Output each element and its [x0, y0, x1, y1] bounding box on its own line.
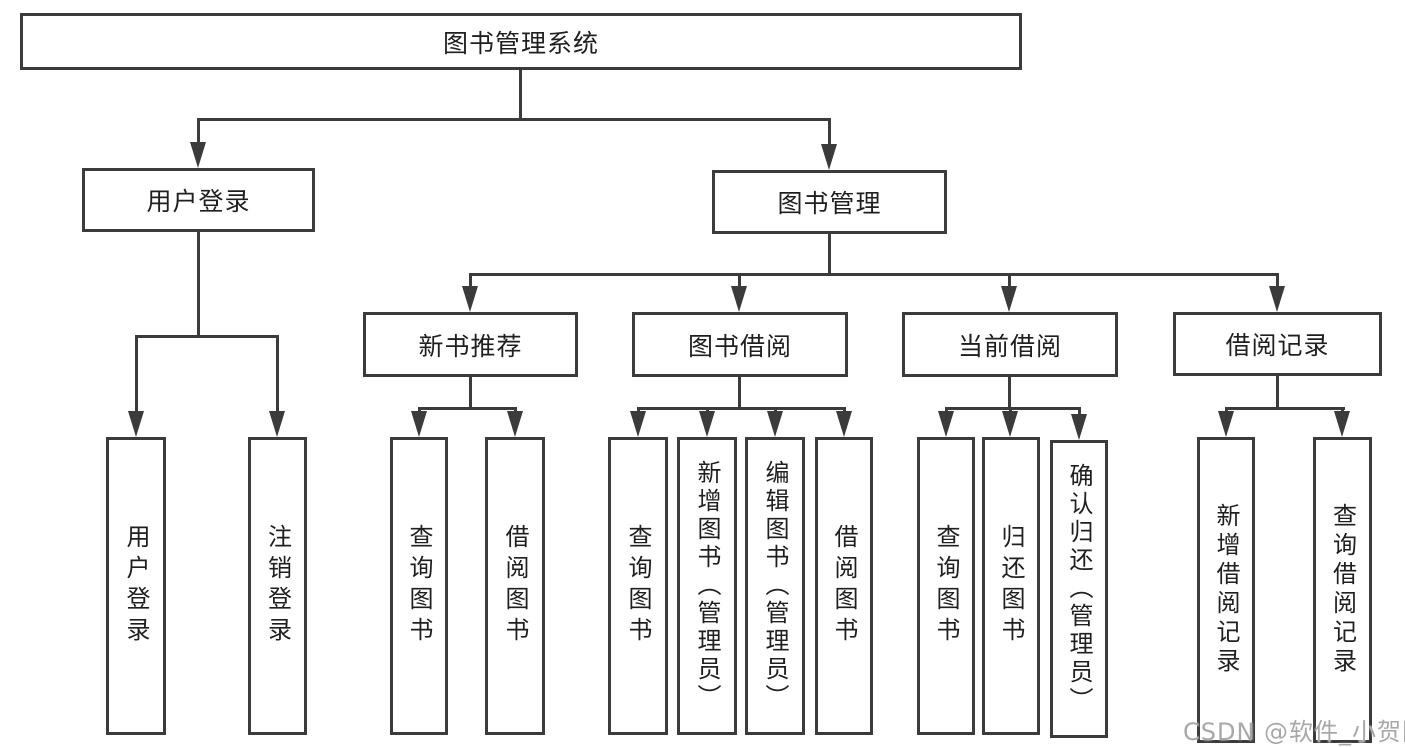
- connector-line: [1078, 407, 1081, 416]
- connector-line: [469, 273, 1279, 276]
- arrowhead-down-icon: [1001, 286, 1017, 312]
- arrowhead-down-icon: [1334, 411, 1350, 437]
- arrowhead-down-icon: [731, 286, 747, 312]
- leaf-user-login: 用户登录: [106, 437, 166, 735]
- node-user-login: 用户登录: [82, 168, 315, 232]
- arrowhead-down-icon: [938, 411, 954, 437]
- arrowhead-down-icon: [507, 411, 523, 437]
- connector-line: [738, 377, 741, 407]
- leaf-logout-login: 注销登录: [248, 437, 307, 735]
- connector-line: [1225, 407, 1345, 410]
- leaf-current-query-books: 查询图书: [917, 437, 975, 735]
- connector-line: [706, 407, 709, 414]
- connector-line: [135, 335, 279, 338]
- connector-line: [276, 335, 279, 413]
- csdn-watermark: CSDN @软件_小贺同学: [1183, 718, 1405, 746]
- connector-line: [469, 273, 472, 288]
- arrowhead-down-icon: [1269, 286, 1285, 312]
- arrowhead-down-icon: [767, 411, 783, 437]
- connector-line: [418, 407, 421, 414]
- connector-line: [1009, 407, 1012, 414]
- arrowhead-down-icon: [269, 411, 285, 437]
- connector-line: [1276, 273, 1279, 288]
- arrowhead-down-icon: [630, 411, 646, 437]
- connector-line: [197, 118, 200, 146]
- connector-line: [774, 407, 777, 414]
- arrowhead-down-icon: [411, 411, 427, 437]
- connector-line: [197, 118, 831, 121]
- connector-line: [135, 335, 138, 413]
- connector-line: [469, 377, 472, 407]
- arrowhead-down-icon: [821, 144, 837, 170]
- connector-line: [945, 407, 948, 414]
- connector-line: [197, 232, 200, 335]
- node-current-borrowing: 当前借阅: [902, 312, 1118, 377]
- connector-line: [828, 234, 831, 273]
- leaf-recommend-query-books: 查询图书: [390, 437, 448, 735]
- connector-line: [637, 407, 845, 410]
- connector-line: [514, 407, 517, 414]
- leaf-edit-books-admin: 编辑图书（管理员）: [745, 437, 805, 735]
- connector-line: [519, 70, 522, 118]
- node-book-management: 图书管理: [712, 170, 947, 234]
- arrowhead-down-icon: [128, 411, 144, 437]
- node-library-system: 图书管理系统: [20, 13, 1022, 70]
- connector-line: [637, 407, 640, 414]
- arrowhead-down-icon: [699, 411, 715, 437]
- leaf-borrowing-borrow-books: 借阅图书: [815, 437, 873, 735]
- node-new-book-recommend: 新书推荐: [363, 312, 578, 377]
- arrowhead-down-icon: [1071, 414, 1087, 440]
- connector-line: [1008, 273, 1011, 288]
- connector-line: [843, 407, 846, 414]
- arrowhead-down-icon: [836, 411, 852, 437]
- connector-line: [1276, 376, 1279, 407]
- connector-line: [1341, 407, 1344, 414]
- leaf-add-borrow-record: 新增借阅记录: [1197, 437, 1255, 743]
- leaf-confirm-return-admin: 确认归还（管理员）: [1050, 440, 1108, 738]
- leaf-borrowing-query-books: 查询图书: [608, 437, 668, 735]
- arrowhead-down-icon: [462, 286, 478, 312]
- leaf-query-borrow-record: 查询借阅记录: [1313, 437, 1372, 743]
- connector-line: [828, 118, 831, 146]
- leaf-recommend-borrow-books: 借阅图书: [485, 437, 545, 735]
- leaf-return-books: 归还图书: [982, 437, 1040, 735]
- node-borrowing-records: 借阅记录: [1173, 312, 1382, 376]
- connector-line: [418, 407, 517, 410]
- connector-line: [945, 407, 1081, 410]
- connector-line: [738, 273, 741, 288]
- arrowhead-down-icon: [1002, 411, 1018, 437]
- arrowhead-down-icon: [190, 142, 206, 168]
- arrowhead-down-icon: [1218, 411, 1234, 437]
- node-book-borrowing: 图书借阅: [632, 312, 848, 377]
- connector-line: [1008, 377, 1011, 407]
- connector-line: [1225, 407, 1228, 414]
- leaf-add-books-admin: 新增图书（管理员）: [677, 437, 737, 735]
